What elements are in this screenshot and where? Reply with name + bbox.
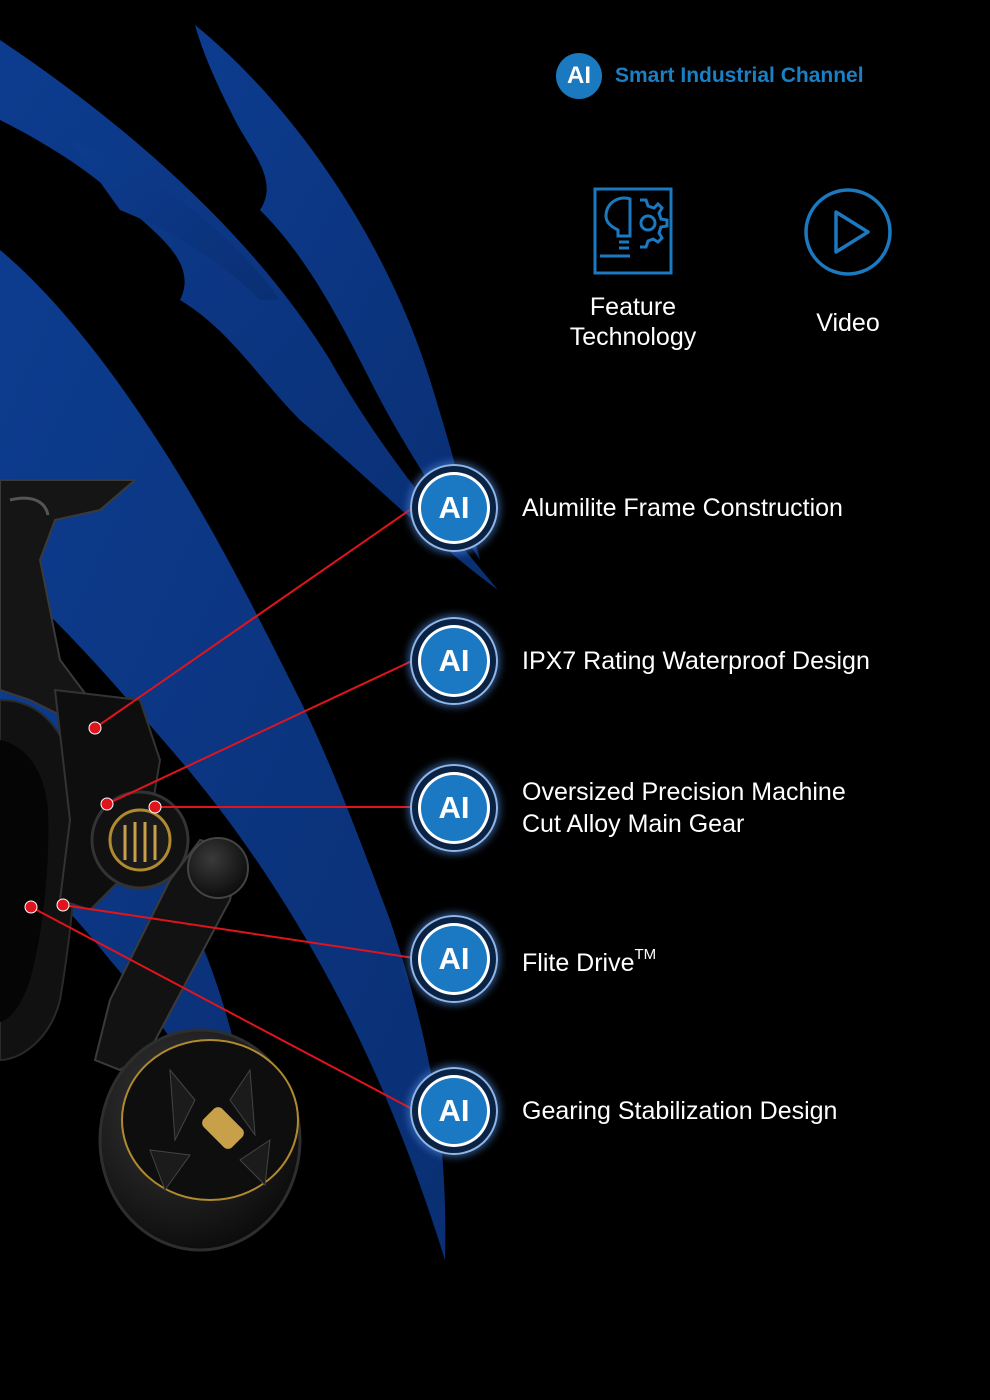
feature-text-main: Flite Drive: [522, 949, 635, 977]
callout-dots: [24, 721, 162, 914]
video-button[interactable]: Video: [780, 186, 916, 338]
ai-logo-badge: AI: [556, 53, 602, 99]
feature-item-alumilite[interactable]: AI Alumilite Frame Construction: [410, 464, 843, 552]
video-label: Video: [816, 309, 880, 337]
trademark-mark: TM: [634, 946, 657, 963]
ai-feature-badge: AI: [410, 617, 498, 705]
feature-text: IPX7 Rating Waterproof Design: [522, 647, 870, 675]
feature-text-line1: Oversized Precision Machine: [522, 778, 846, 806]
feature-text: Alumilite Frame Construction: [522, 494, 843, 522]
ai-feature-badge: AI: [410, 764, 498, 852]
feature-item-flite-drive[interactable]: AI Flite DriveTM: [410, 915, 656, 1003]
feature-text: Flite DriveTM: [522, 939, 656, 979]
ai-feature-badge: AI: [410, 915, 498, 1003]
feature-text: Oversized Precision Machine Cut Alloy Ma…: [522, 776, 846, 840]
play-circle-icon: [804, 188, 892, 276]
feature-item-ipx7[interactable]: AI IPX7 Rating Waterproof Design: [410, 617, 870, 705]
channel-name: Smart Industrial Channel: [615, 64, 864, 87]
channel-brand[interactable]: AI Smart Industrial Channel: [556, 53, 864, 99]
feature-item-gearing-stabilization[interactable]: AI Gearing Stabilization Design: [410, 1067, 837, 1155]
feature-label-line2: Technology: [569, 323, 697, 351]
feature-text: Gearing Stabilization Design: [522, 1097, 838, 1125]
feature-item-main-gear[interactable]: AI Oversized Precision Machine Cut Alloy…: [410, 764, 846, 852]
lightbulb-gear-icon: [593, 187, 673, 275]
ai-feature-badge: AI: [410, 1067, 498, 1155]
feature-label-line1: Feature: [589, 293, 677, 321]
feature-text-line2: Cut Alloy Main Gear: [522, 810, 745, 838]
ai-feature-badge: AI: [410, 464, 498, 552]
fishing-reel-image: [0, 479, 302, 1252]
callout-lines: [30, 506, 415, 1111]
feature-technology-button[interactable]: Feature Technology: [548, 186, 718, 352]
